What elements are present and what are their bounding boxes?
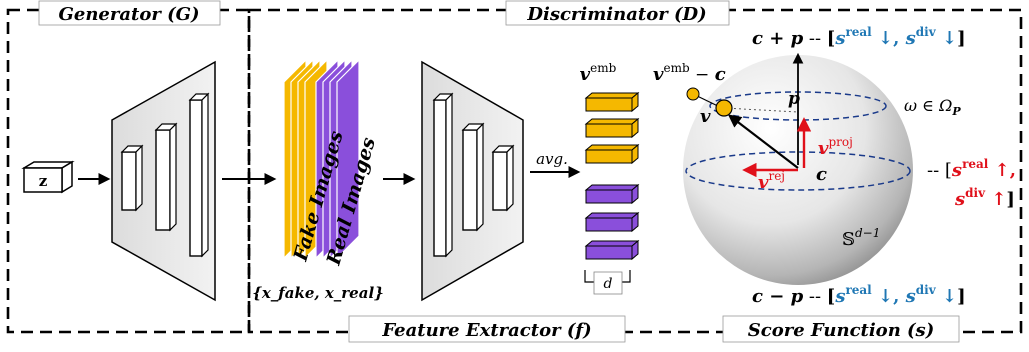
v-rej-label: vrej: [758, 169, 785, 193]
feature-extractor-title: Feature Extractor (f): [348, 315, 626, 343]
top-pole-label: c + p -- [sreal ↓, sdiv ↓]: [752, 25, 966, 49]
image-stack: Fake Images Real Images: [283, 58, 380, 268]
feature-extractor-title-text: Feature Extractor (f): [381, 320, 591, 341]
generator-title-text: Generator (G): [59, 4, 200, 25]
hypersphere: [683, 52, 913, 285]
v-emb-label: vemb: [580, 61, 617, 85]
embedding-stack: [584, 91, 640, 261]
dim-bracket: d: [584, 270, 631, 295]
extractor-layer: [461, 122, 485, 232]
manifold-label: 𝕊d−1: [842, 226, 880, 250]
embedding-vector: [584, 143, 640, 165]
generator-layer: [188, 92, 210, 258]
real-image-sheet: [336, 58, 360, 260]
v-proj-label: vproj: [818, 135, 853, 159]
v-emb-point: [686, 87, 700, 101]
c-label: c: [816, 164, 827, 185]
embedding-vector: [584, 239, 640, 261]
generator-layer: [154, 122, 178, 232]
generator-title: Generator (G): [38, 0, 221, 26]
equator-score-label-2: sdiv ↑]: [954, 186, 1015, 210]
feature-extractor-network: [421, 60, 524, 302]
generator-network: [111, 60, 216, 302]
p-label: p: [788, 89, 800, 109]
discriminator-title: Discriminator (D): [505, 0, 730, 26]
bottom-pole-label: c − p -- [sreal ↓, sdiv ↓]: [752, 283, 966, 307]
avg-pool-label: avg.: [536, 150, 568, 168]
score-function-title-text: Score Function (s): [748, 320, 934, 341]
equator-score-label: -- [sreal ↑,: [927, 157, 1016, 181]
embedding-vector: [584, 91, 640, 113]
generator-layer: [120, 144, 144, 212]
extractor-layer: [491, 144, 515, 212]
v-vector: [727, 114, 799, 169]
embedding-vector: [584, 183, 640, 205]
v-emb-minus-c-label: vemb − c: [653, 61, 726, 85]
omega-label: ω ∈ ΩP: [904, 96, 961, 118]
extractor-layer: [432, 92, 454, 258]
embedding-vector: [584, 117, 640, 139]
z-label: z: [39, 172, 48, 190]
equator-ellipse: [685, 151, 911, 191]
score-function-title: Score Function (s): [722, 315, 960, 343]
v-point: [715, 99, 733, 117]
v-label: v: [700, 106, 711, 127]
embedding-vector: [584, 211, 640, 233]
discriminator-title-text: Discriminator (D): [526, 4, 706, 25]
z-input-box: z: [21, 160, 75, 194]
image-set-label: {x_fake, x_real}: [252, 284, 384, 302]
dim-label: d: [604, 276, 613, 292]
